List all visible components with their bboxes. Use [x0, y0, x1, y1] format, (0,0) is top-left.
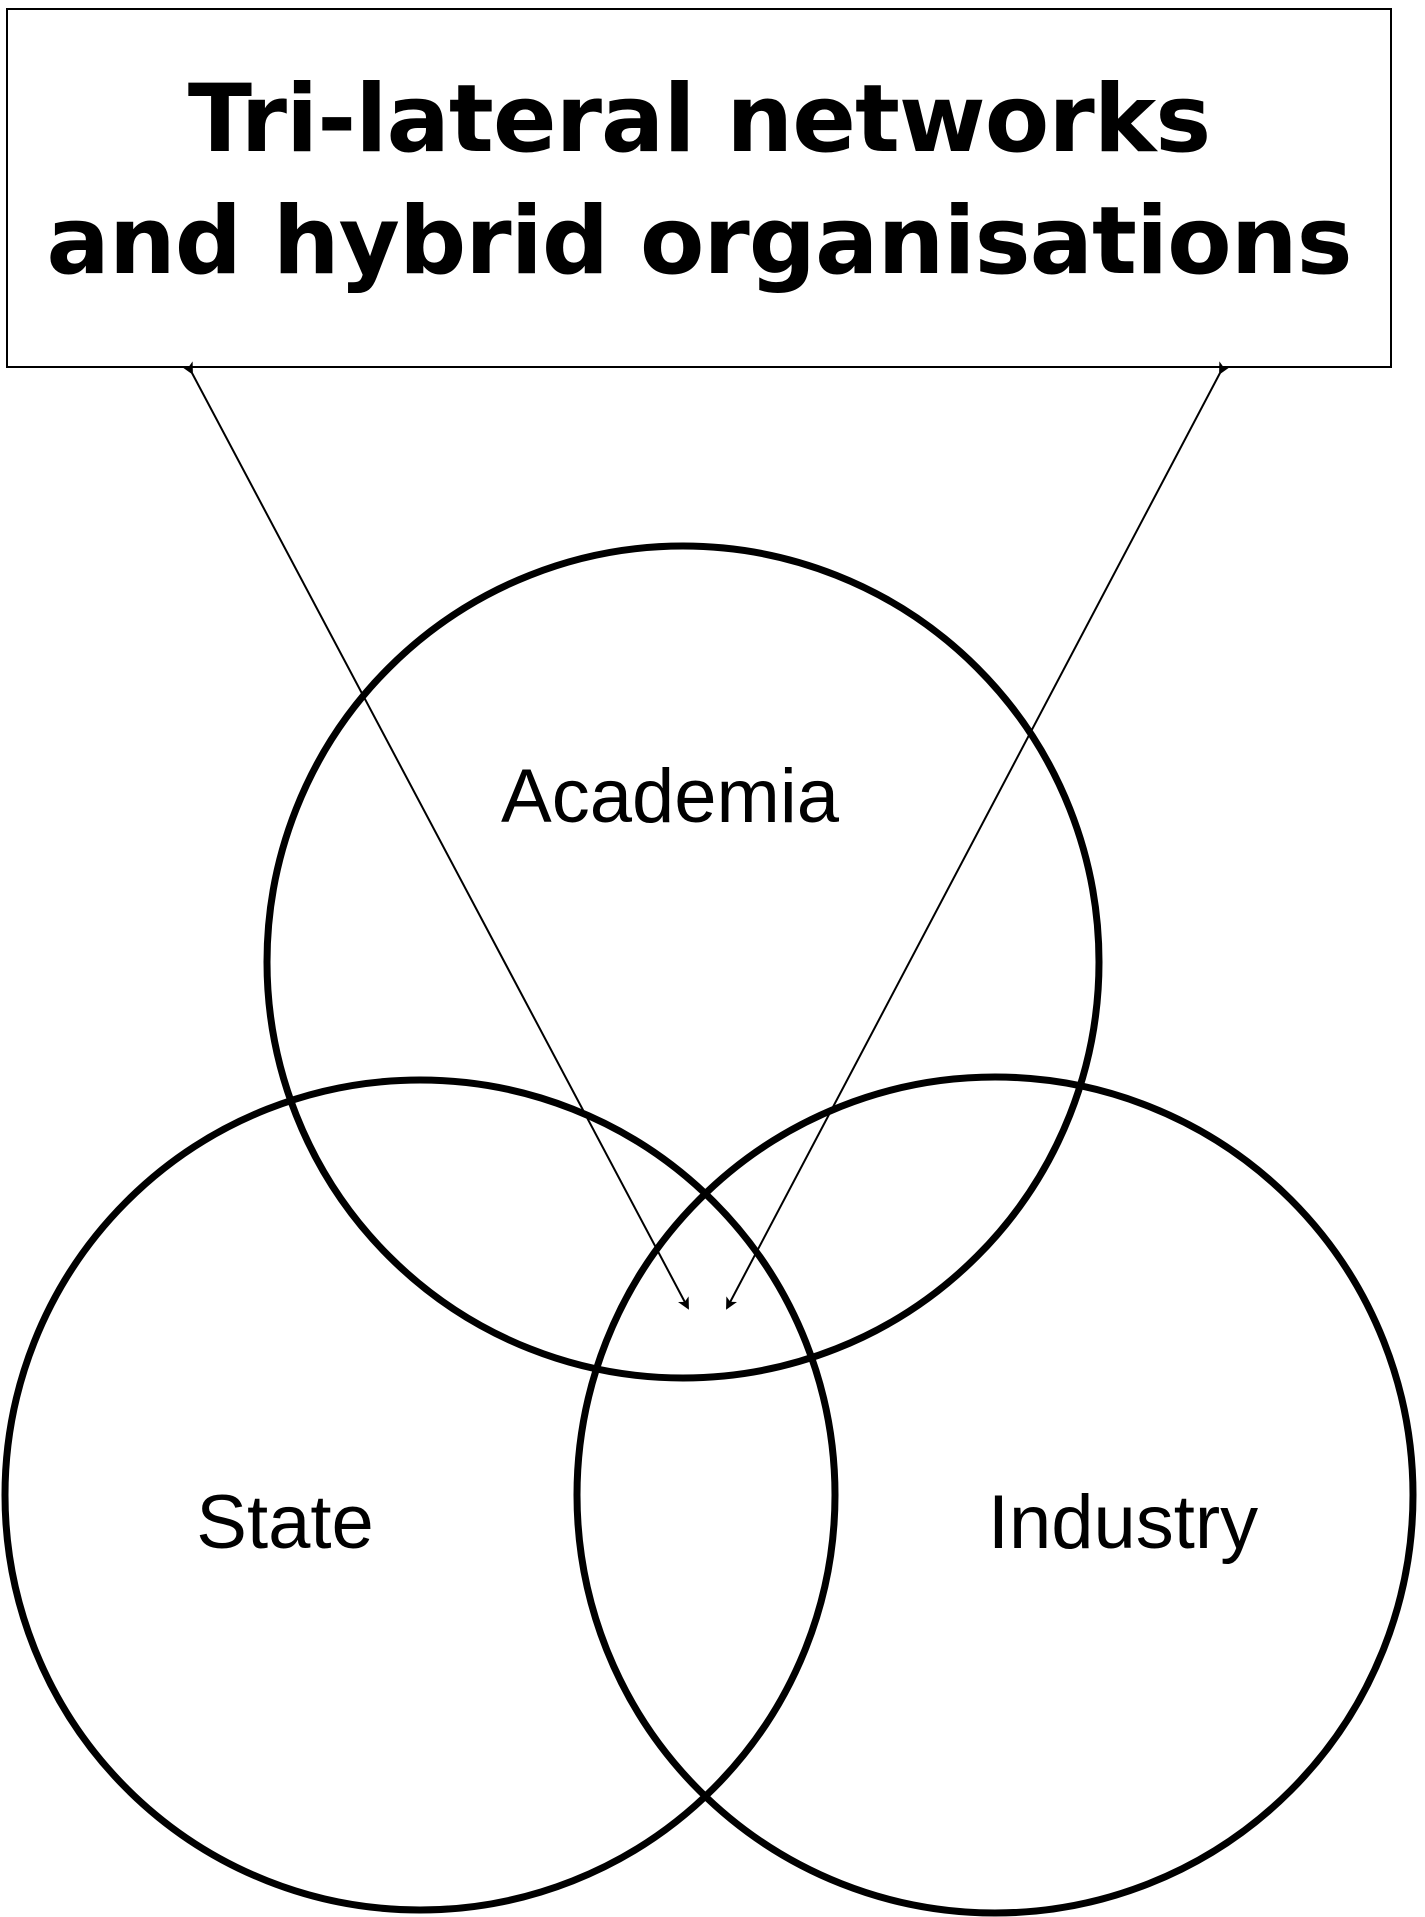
- right-double-arrow: [726, 361, 1230, 1310]
- academia-circle: [263, 542, 1103, 1382]
- state-circle: [1, 1076, 839, 1914]
- industry-label: Industry: [988, 1480, 1258, 1565]
- academia-label: Academia: [501, 754, 840, 839]
- state-label: State: [196, 1480, 373, 1565]
- title-line-2: and hybrid organisations: [46, 187, 1352, 296]
- left-double-arrow: [182, 361, 689, 1310]
- title-line-1: Tri-lateral networks: [187, 65, 1211, 174]
- title-box: Tri-lateral networks and hybrid organisa…: [6, 8, 1392, 368]
